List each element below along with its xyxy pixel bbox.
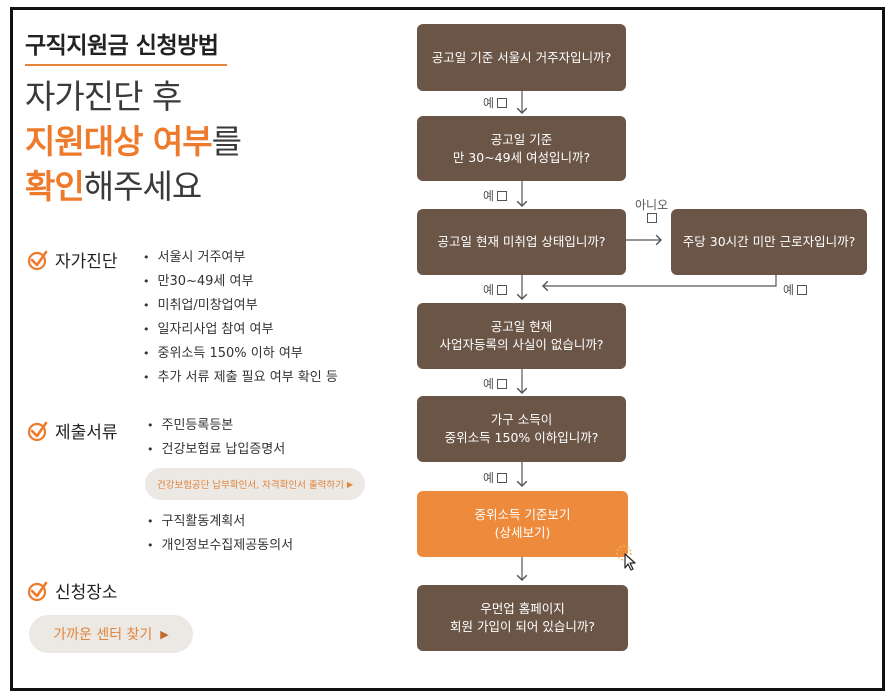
flow-step-business: 공고일 현재 사업자등록의 사실이 없습니까? (417, 303, 626, 369)
find-center-label: 가까운 센터 찾기 (53, 627, 153, 643)
find-center-button[interactable]: 가까운 센터 찾기 ▶ (29, 615, 193, 653)
section-documents-title: 제출서류 (27, 418, 118, 443)
list-item: 미취업/미창업여부 (143, 294, 338, 318)
documents-list-b: 구직활동계획서 개인정보수집제공동의서 (147, 510, 294, 558)
page-title: 구직지원금 신청방법 (25, 33, 219, 59)
play-icon: ▶ (346, 479, 354, 489)
title-underline (25, 64, 227, 66)
flow-step-part-time: 주당 30시간 미만 근로자입니까? (671, 209, 867, 275)
list-item: 건강보험료 납입증명서 (147, 438, 286, 462)
yes-text: 예 (483, 283, 495, 297)
headline-rest-1: 를 (211, 122, 242, 161)
headline: 자가진단 후 지원대상 여부를 확인해주세요 (25, 74, 242, 209)
yes-label: 예 (483, 469, 508, 486)
list-item: 주민등록등본 (147, 414, 285, 438)
self-check-list: 서울시 거주여부 만30~49세 여부 미취업/미창업여부 일자리사업 참여 여… (143, 246, 338, 390)
no-label: 아니오 (635, 198, 668, 226)
cursor-pointer-icon (616, 545, 636, 571)
yes-text: 예 (783, 283, 795, 297)
check-circle-icon (27, 250, 48, 270)
flow-step-text: 우먼업 홈페이지 (480, 601, 565, 616)
print-certificate-button[interactable]: 건강보험공단 납부확인서, 자격확인서 출력하기 ▶ (145, 468, 365, 500)
section-self-check-title: 자가진단 (27, 247, 118, 272)
checkbox-icon (497, 473, 508, 483)
flow-step-text: 공고일 기준 (490, 131, 553, 147)
yes-label: 예 (783, 281, 808, 298)
section-place-label: 신청장소 (55, 583, 118, 603)
headline-accent-2: 확인 (25, 167, 85, 206)
flow-step-text: 중위소득 기준보기 (474, 507, 571, 522)
list-item: 개인정보수집제공동의서 (147, 534, 294, 558)
section-place-title: 신청장소 (27, 578, 118, 603)
list-item: 일자리사업 참여 여부 (143, 318, 338, 342)
flow-step-text: 가구 소득이 (490, 412, 553, 427)
list-item: 추가 서류 제출 필요 여부 확인 등 (143, 366, 338, 390)
list-item: 중위소득 150% 이하 여부 (143, 342, 338, 366)
flow-step-membership: 우먼업 홈페이지 회원 가입이 되어 있습니까? (417, 585, 628, 651)
checkbox-icon (797, 285, 808, 295)
page-frame: 구직지원금 신청방법 자가진단 후 지원대상 여부를 확인해주세요 자가진단 서… (10, 7, 885, 691)
flow-step-text: 주당 30시간 미만 근로자입니까? (682, 234, 856, 249)
headline-rest-2: 해주세요 (83, 167, 202, 206)
yes-label: 예 (483, 187, 508, 204)
flow-step-residency: 공고일 기준 서울시 거주자입니까? (417, 24, 626, 91)
list-item: 만30~49세 여부 (143, 270, 338, 294)
list-item: 구직활동계획서 (147, 510, 293, 534)
section-documents-label: 제출서류 (55, 423, 118, 443)
play-icon: ▶ (160, 627, 169, 641)
left-panel: 구직지원금 신청방법 자가진단 후 지원대상 여부를 확인해주세요 자가진단 서… (13, 10, 413, 688)
flow-step-age: 공고일 기준 만 30~49세 여성입니까? (417, 116, 626, 181)
flow-step-text: 만 30~49세 여성입니까? (452, 149, 591, 165)
checkbox-icon (646, 213, 657, 223)
print-certificate-label: 건강보험공단 납부확인서, 자격확인서 출력하기 (156, 480, 344, 491)
check-circle-icon (27, 581, 48, 601)
headline-accent-1: 지원대상 여부 (25, 122, 213, 161)
flowchart-connectors (516, 91, 777, 582)
arrow-q3b-q4 (541, 275, 777, 292)
yes-label: 예 (483, 94, 508, 111)
headline-line-1: 자가진단 후 (25, 77, 182, 116)
headline-line-2: 지원대상 여부를 (25, 119, 242, 164)
checkbox-icon (497, 379, 508, 389)
flow-step-text: 회원 가입이 되어 있습니까? (449, 619, 596, 634)
check-circle-icon (27, 421, 48, 441)
flow-step-text: 공고일 현재 미취업 상태입니까? (437, 234, 606, 249)
checkbox-icon (497, 285, 508, 295)
headline-line-3: 확인해주세요 (25, 164, 241, 209)
flow-step-income: 가구 소득이 중위소득 150% 이하입니까? (417, 396, 626, 462)
no-text: 아니오 (635, 198, 669, 212)
yes-label: 예 (483, 375, 508, 392)
yes-label: 예 (483, 281, 508, 298)
median-income-details-button[interactable]: 중위소득 기준보기 (상세보기) (417, 491, 628, 557)
checkbox-icon (497, 191, 508, 201)
documents-list-a: 주민등록등본 건강보험료 납입증명서 (147, 414, 286, 462)
section-self-check-label: 자가진단 (55, 252, 118, 272)
yes-text: 예 (483, 189, 495, 203)
flow-step-text: (상세보기) (494, 525, 551, 540)
flow-step-text: 공고일 기준 서울시 거주자입니까? (431, 49, 612, 65)
yes-text: 예 (483, 96, 495, 110)
flow-step-text: 중위소득 150% 이하입니까? (444, 430, 599, 445)
yes-text: 예 (483, 471, 495, 485)
yes-text: 예 (483, 377, 495, 391)
flow-step-text: 사업자등록의 사실이 없습니까? (439, 337, 604, 352)
flow-step-text: 공고일 현재 (490, 319, 553, 334)
checkbox-icon (497, 98, 508, 108)
list-item: 서울시 거주여부 (143, 246, 338, 270)
flow-step-unemployed: 공고일 현재 미취업 상태입니까? (417, 209, 626, 275)
